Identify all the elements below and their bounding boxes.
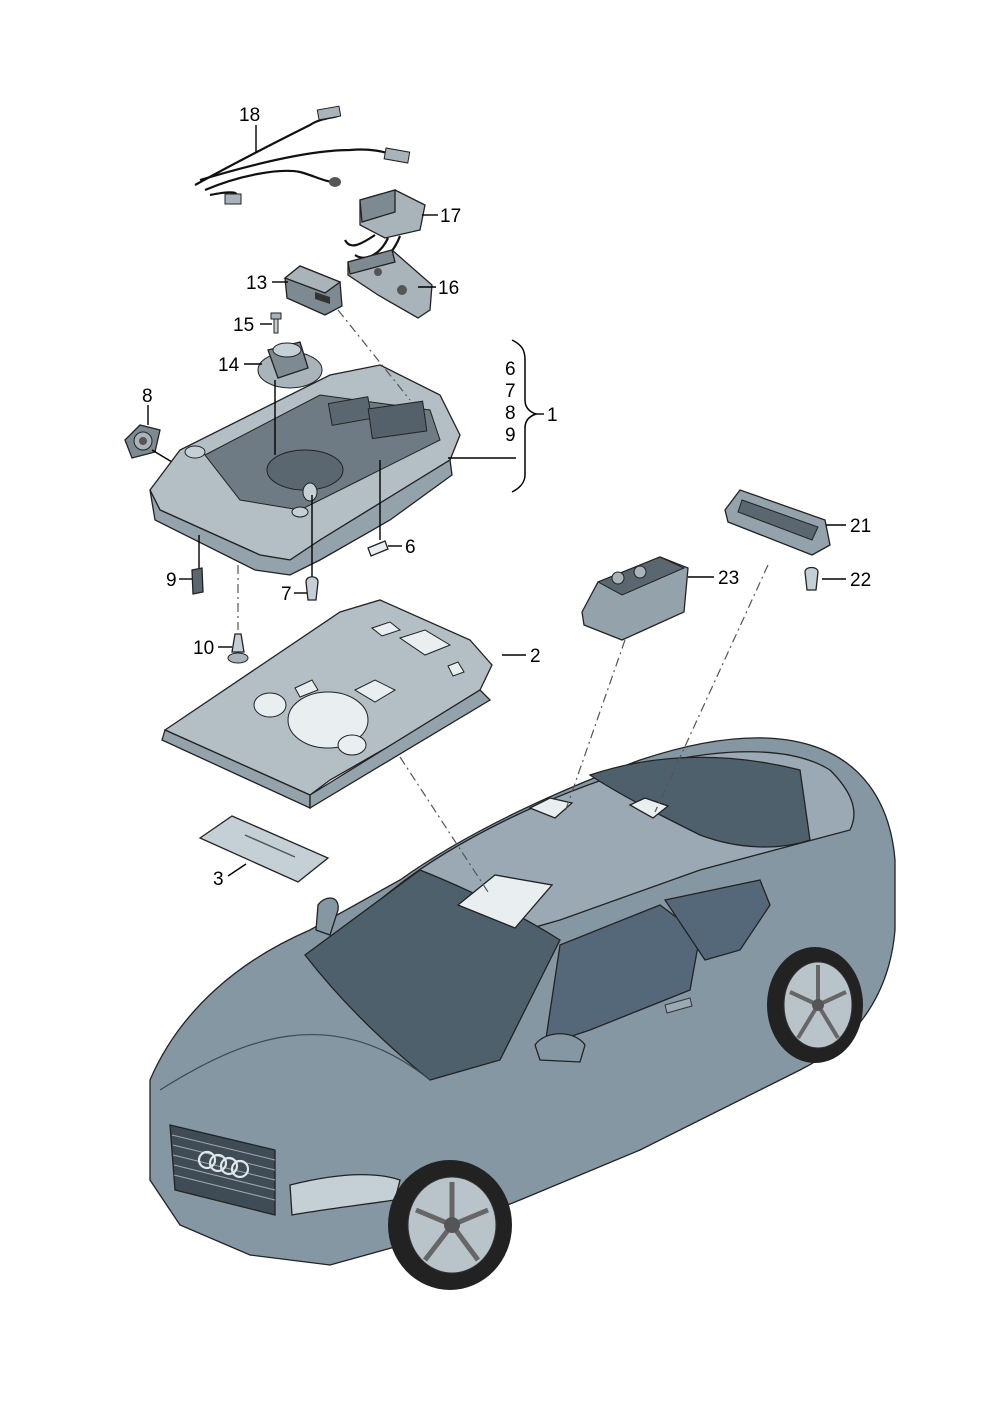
part-3-cover-plate (198, 815, 330, 883)
car-illustration (149, 737, 896, 1290)
callout-21: 21 (850, 516, 871, 537)
part-21-reading-light (724, 489, 831, 556)
part-8-switch (124, 424, 161, 459)
part-9-clip (191, 567, 204, 595)
callout-17: 17 (440, 206, 461, 227)
callout-23: 23 (718, 568, 739, 589)
callout-22: 22 (850, 570, 871, 591)
callout-10: 10 (193, 638, 214, 659)
part-15-screw (270, 312, 282, 334)
callout-18: 18 (239, 105, 260, 126)
callout-16: 16 (438, 278, 459, 299)
callout-14: 14 (218, 355, 240, 376)
callout-9: 9 (166, 570, 177, 591)
part-1-roof-console-housing (149, 364, 461, 576)
part-6-bulb (367, 540, 389, 557)
bracket-item-7: 7 (505, 381, 516, 402)
four-rings-logo (197, 1150, 250, 1179)
part-16-bracket (347, 249, 433, 319)
bracket-item-8: 8 (505, 403, 516, 424)
part-2-headliner-trim (161, 599, 493, 810)
rear-wheel (767, 947, 863, 1063)
callout-2: 2 (530, 646, 541, 667)
callout-labels: 18 17 16 13 15 14 8 9 7 6 10 2 3 21 22 2… (142, 105, 871, 890)
bracket-item-6: 6 (505, 359, 516, 380)
callout-6: 6 (405, 537, 416, 558)
callout-1: 1 (547, 405, 558, 426)
part-23-light-switch-unit (581, 556, 689, 641)
wiring-harness (194, 105, 411, 205)
part-7-bulb (305, 576, 319, 601)
callout-3: 3 (213, 869, 224, 890)
part-10-rivet (227, 633, 249, 664)
callout-7: 7 (281, 584, 292, 605)
callout-13: 13 (246, 273, 267, 294)
callout-15: 15 (233, 315, 254, 336)
callout-8: 8 (142, 386, 153, 407)
part-22-bulb (804, 566, 819, 591)
part-13-module (283, 265, 343, 316)
front-wheel (388, 1160, 512, 1290)
bracket-item-9: 9 (505, 425, 516, 446)
group-bracket (511, 339, 539, 493)
part-14-lamp-unit (257, 341, 323, 389)
